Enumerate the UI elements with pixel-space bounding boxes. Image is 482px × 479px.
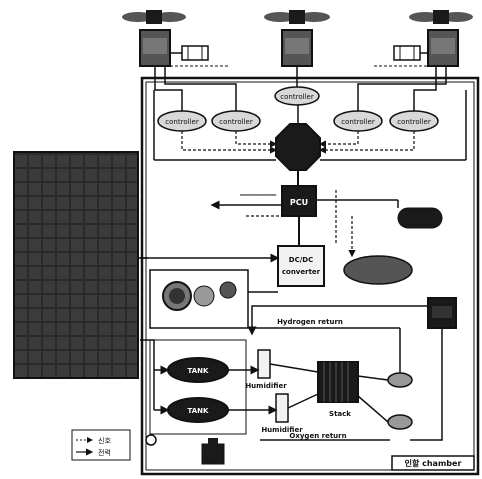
water-tank-icon bbox=[428, 298, 456, 328]
hydrogen-return-label: Hydrogen return bbox=[277, 318, 343, 326]
fan-rotor-icon bbox=[163, 282, 236, 310]
controller-left-2-label: controller bbox=[219, 118, 253, 126]
pcu-output-text: ━━━━━━━━━━ bbox=[239, 192, 277, 199]
pcu-label: PCU bbox=[290, 198, 308, 207]
wind-turbine-icon bbox=[264, 10, 330, 66]
tank-top-label: TANK bbox=[188, 367, 210, 375]
legend-signal-label: 신호 bbox=[98, 436, 111, 445]
dcdc-label-1: DC/DC bbox=[289, 256, 313, 264]
controller-top-label: controller bbox=[280, 93, 314, 101]
controller-right-2-label: controller bbox=[397, 118, 431, 126]
chamber-label: 인할 chamber bbox=[405, 458, 462, 468]
fuel-cell-stack bbox=[318, 362, 358, 402]
dcdc-converter-box bbox=[278, 246, 324, 286]
dcdc-label-2: converter bbox=[282, 268, 321, 276]
solar-panel-icon bbox=[14, 152, 148, 378]
wind-turbine-icon bbox=[409, 10, 473, 66]
controller-left-1-label: controller bbox=[165, 118, 199, 126]
humidifier-top-label: Humidifier bbox=[245, 382, 287, 390]
controller-right-1-label: controller bbox=[341, 118, 375, 126]
legend-power-label: 전력 bbox=[98, 448, 111, 457]
humidifier-bottom-label: Humidifier bbox=[261, 426, 303, 434]
stack-label: Stack bbox=[329, 410, 351, 418]
tank-bottom-label: TANK bbox=[188, 407, 210, 415]
octagon-hub-icon bbox=[276, 124, 320, 170]
wind-turbine-icon bbox=[122, 10, 186, 66]
